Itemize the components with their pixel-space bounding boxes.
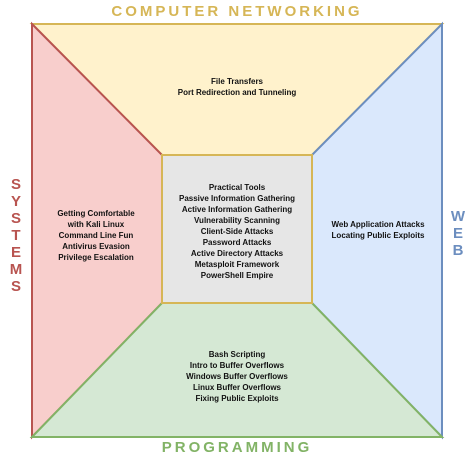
topic-item: Metasploit Framework <box>194 260 280 269</box>
topic-item: Locating Public Exploits <box>331 231 425 240</box>
heading-computer-networking: COMPUTER NETWORKING <box>111 3 363 20</box>
center-square-panel <box>161 154 313 304</box>
topic-item: Vulnerability Scanning <box>194 216 280 225</box>
heading-letter: T <box>11 227 21 244</box>
heading-letter: S <box>10 278 21 295</box>
heading-letter: E <box>452 225 463 242</box>
heading-letter: S <box>10 176 21 193</box>
topic-item: Practical Tools <box>208 183 266 192</box>
topic-item: Linux Buffer Overflows <box>192 383 281 392</box>
topic-item: Active Information Gathering <box>181 205 293 214</box>
topic-item: Fixing Public Exploits <box>195 394 279 403</box>
topic-item: Passive Information Gathering <box>178 194 296 203</box>
topic-item: Password Attacks <box>202 238 272 247</box>
heading-letter: M <box>9 261 23 278</box>
top-panel-topics: File Transfers Port Redirection and Tunn… <box>162 76 312 98</box>
topic-item: Windows Buffer Overflows <box>186 372 288 381</box>
topic-item: File Transfers <box>210 77 264 86</box>
heading-letter: W <box>450 208 466 225</box>
topic-item: Web Application Attacks <box>331 220 425 229</box>
topic-item: Intro to Buffer Overflows <box>189 361 285 370</box>
heading-programming: PROGRAMMING <box>161 439 313 456</box>
left-panel-topics: Getting Comfortable with Kali Linux Comm… <box>40 208 152 263</box>
topic-item: Privilege Escalation <box>58 253 134 262</box>
topic-item: Client-Side Attacks <box>200 227 274 236</box>
topic-item: Bash Scripting <box>208 350 266 359</box>
topic-item: Getting Comfortable <box>57 209 135 218</box>
heading-letter: Y <box>10 193 21 210</box>
right-panel-topics: Web Application Attacks Locating Public … <box>322 219 434 241</box>
topic-item: Port Redirection and Tunneling <box>177 88 297 97</box>
heading-letter: B <box>452 242 464 259</box>
bottom-panel-topics: Bash Scripting Intro to Buffer Overflows… <box>162 349 312 404</box>
topic-item: Command Line Fun <box>58 231 134 240</box>
topic-item: Active Directory Attacks <box>190 249 284 258</box>
heading-letter: E <box>10 244 21 261</box>
topic-item: Antivirus Evasion <box>62 242 130 251</box>
topic-item: with Kali Linux <box>67 220 125 229</box>
topic-item: PowerShell Empire <box>200 271 274 280</box>
center-panel-topics: Practical Tools Passive Information Gath… <box>162 182 312 281</box>
heading-letter: S <box>10 210 21 227</box>
